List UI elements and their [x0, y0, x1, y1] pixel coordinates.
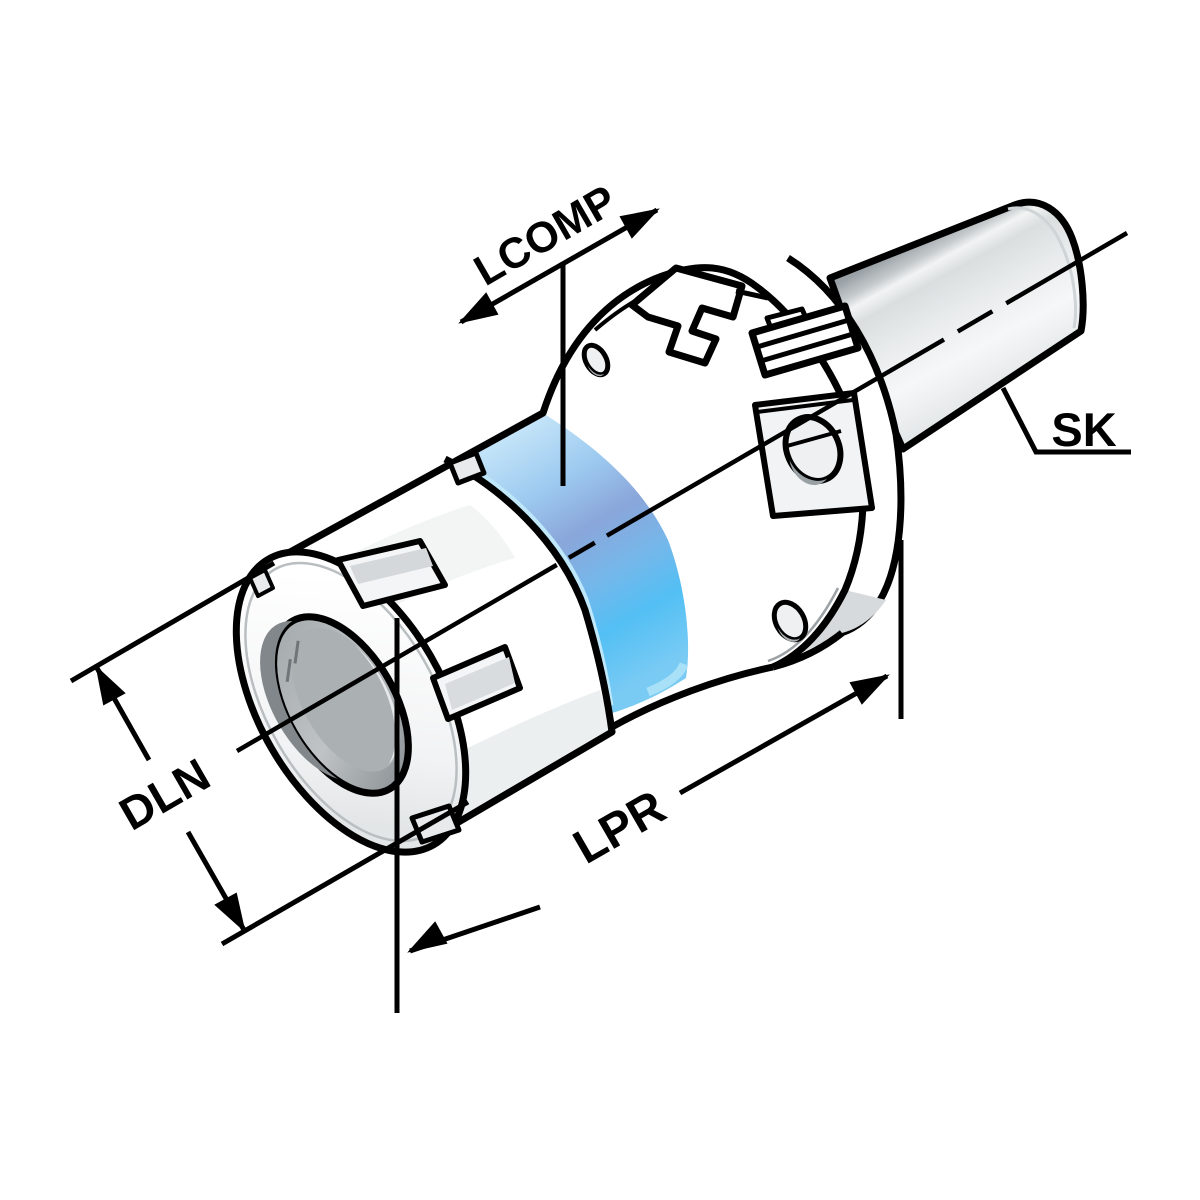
svg-text:SK: SK: [1051, 403, 1116, 456]
